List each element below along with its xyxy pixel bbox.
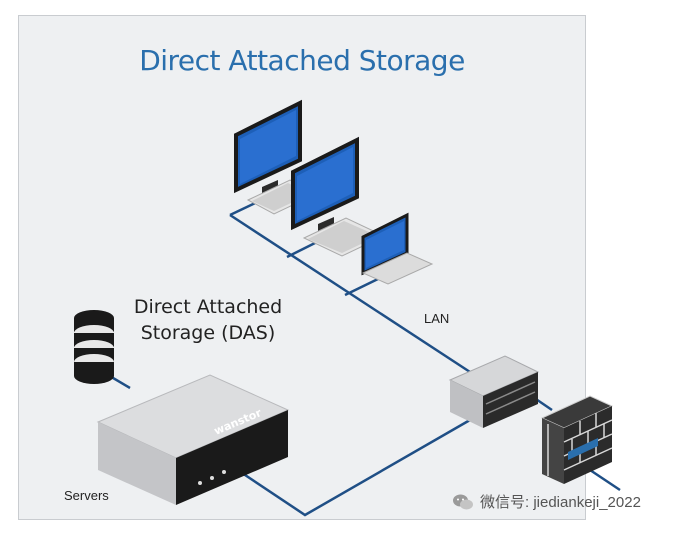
network-switch — [448, 355, 540, 428]
das-storage-icon — [74, 310, 114, 384]
watermark-text: 微信号: jiediankeji_2022 — [480, 494, 641, 511]
das-label: Direct Attached Storage (DAS) — [108, 294, 308, 346]
das-label-line-1: Direct Attached — [133, 296, 283, 318]
lan-label: LAN — [424, 311, 450, 326]
server: wanstor — [96, 374, 290, 505]
servers-label: Servers — [64, 488, 109, 503]
wechat-icon — [453, 494, 473, 509]
server-to-switch-cable — [229, 418, 471, 517]
workstation-1 — [234, 99, 318, 215]
workstation-2 — [291, 136, 386, 257]
das-label-line-2: Storage (DAS) — [140, 322, 276, 344]
firewall — [540, 395, 614, 484]
watermark: 微信号: jiediankeji_2022 — [452, 491, 641, 512]
diagram-title: Direct Attached Storage — [139, 44, 465, 77]
laptop — [361, 212, 434, 285]
firewall-out-cable — [589, 468, 621, 492]
laptop-cable — [344, 276, 381, 297]
